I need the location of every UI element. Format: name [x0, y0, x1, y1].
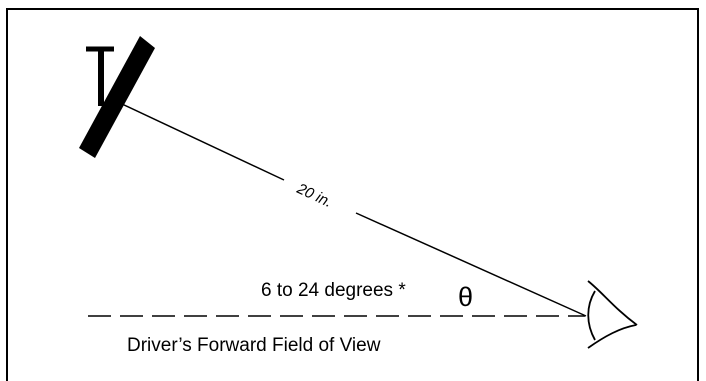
eye-upper-lid: [587, 280, 638, 326]
eye-front-curve: [587, 290, 596, 341]
theta-symbol: θ: [458, 282, 473, 312]
display-screen: [79, 36, 155, 158]
sight-line-segment-1: [121, 103, 285, 181]
distance-label: 20 in.: [293, 180, 334, 211]
angle-label: 6 to 24 degrees *: [261, 280, 406, 301]
sight-line-segment-2: [355, 212, 587, 317]
eye-lower-lid: [587, 324, 637, 349]
eye-icon: [587, 280, 638, 349]
display-unit-icon: [79, 36, 155, 158]
field-of-view-label: Driver’s Forward Field of View: [127, 335, 381, 356]
diagram-frame: [6, 8, 699, 381]
